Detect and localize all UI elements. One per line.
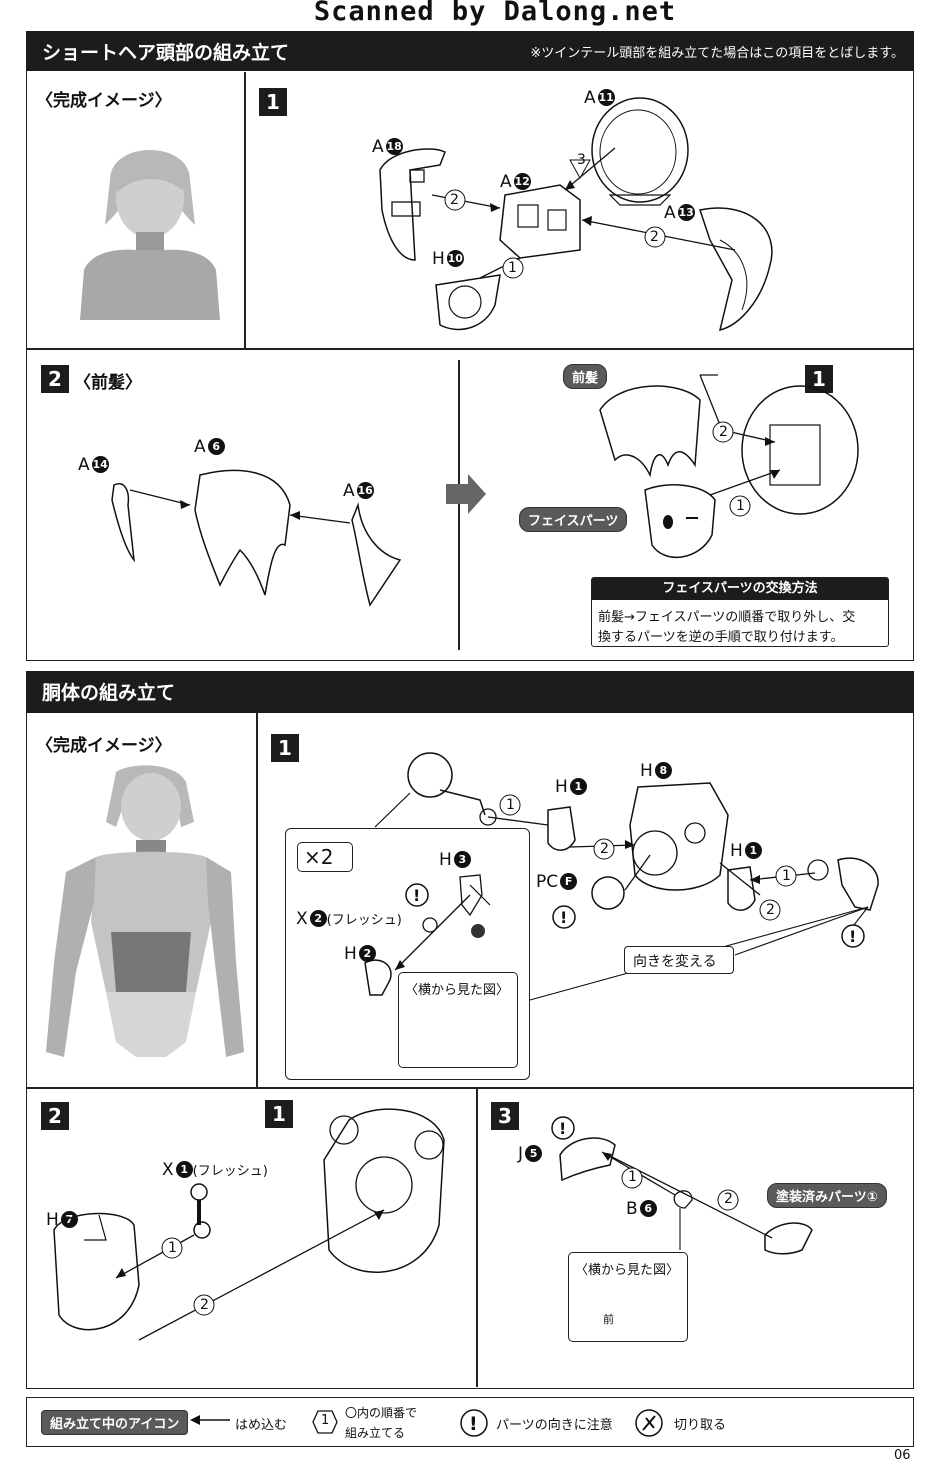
page-number: 06: [894, 1448, 911, 1463]
head-section-title-bar: ショートヘア頭部の組み立て ※ツインテール頭部を組み立てた場合はこの項目をとばし…: [26, 31, 914, 71]
press-fit-arrow-icon: [190, 1415, 230, 1425]
cut-icon: [635, 1409, 663, 1437]
head-section-frame: [26, 31, 914, 661]
face-swap-text-1: 前髪→フェイスパーツの順番で取り外し、交: [598, 610, 856, 625]
legend-order-line1: 〇内の順番で: [345, 1406, 418, 1420]
body-step3-side-view-label: 〈横から見た図〉: [575, 1263, 680, 1278]
head-complete-image-label: 〈完成イメージ〉: [36, 91, 172, 111]
svg-text:!: !: [849, 927, 856, 946]
head-step2-result-diagram: [599, 374, 859, 559]
body-side-view-box: 〈横から見た図〉: [398, 972, 518, 1068]
body-step3-order-2: 2: [724, 1191, 733, 1207]
head-step2-label: 〈前髪〉: [74, 373, 142, 393]
svg-text:!: !: [469, 1413, 478, 1435]
orientation-tag: 向きを変える: [624, 946, 734, 974]
body-step3-side-view-box: 〈横から見た図〉 前: [568, 1252, 688, 1342]
tag-bangs: 前髪: [563, 364, 608, 389]
head-order-1: 1: [508, 260, 517, 276]
body-side-view-label: 〈横から見た図〉: [405, 983, 510, 998]
body-step3-number: 3: [491, 1102, 519, 1130]
body-order-1b: 1: [782, 868, 791, 884]
tag-face-parts: フェイスパーツ: [519, 507, 628, 532]
svg-text:!: !: [413, 886, 420, 905]
head-divider-horizontal: [26, 348, 914, 350]
legend-cut: 切り取る: [674, 1418, 727, 1433]
head-step2-divider: [458, 360, 460, 650]
head-step2-ref-step: 1: [805, 365, 833, 393]
head-section-note: ※ツインテール頭部を組み立てた場合はこの項目をとばします。: [530, 46, 904, 61]
head-order-2b: 2: [650, 229, 659, 245]
body-step2-order-1: 1: [168, 1240, 177, 1256]
body-divider-vertical: [256, 713, 258, 1087]
head-section-title: ショートヘア頭部の組み立て: [42, 42, 290, 64]
body-step1-number: 1: [271, 734, 299, 762]
svg-text:!: !: [560, 908, 567, 927]
body-step1-diagram: ! ! ! !: [364, 752, 879, 1051]
head-order-2a: 2: [450, 192, 459, 208]
body-step3-front-label: 前: [603, 1313, 614, 1326]
head-result-order-2: 2: [719, 424, 728, 440]
face-swap-box: フェイスパーツの交換方法 前髪→フェイスパーツの順番で取り外し、交 換するパーツ…: [591, 577, 889, 647]
head-step2-diagram: [111, 469, 402, 607]
head-step1-diagram: [379, 97, 773, 332]
body-divider-step2-3: [476, 1087, 478, 1387]
body-order-1a: 1: [506, 797, 515, 813]
head-order-3: 3: [577, 152, 586, 168]
order-hexagon-icon: [312, 1410, 338, 1434]
legend-order-icon-num: 1: [321, 1413, 330, 1428]
body-order-2a: 2: [600, 841, 609, 857]
face-swap-title: フェイスパーツの交換方法: [592, 578, 888, 600]
body-order-2b: 2: [766, 902, 775, 918]
legend-orientation: パーツの向きに注意: [496, 1418, 613, 1433]
legend-title: 組み立て中のアイコン: [41, 1410, 189, 1435]
body-complete-image-label: 〈完成イメージ〉: [36, 736, 172, 756]
orientation-tag-text: 向きを変える: [633, 954, 717, 970]
legend-press-fit: はめ込む: [235, 1418, 288, 1433]
legend-order-line2: 組み立てる: [345, 1426, 406, 1440]
body-section-title: 胴体の組み立て: [42, 682, 176, 704]
head-step2-result-arrow: [446, 474, 486, 514]
head-complete-figure: [80, 150, 220, 320]
svg-text:!: !: [559, 1119, 566, 1138]
scan-watermark: Scanned by Dalong.net: [313, 0, 677, 27]
body-divider-horizontal: [26, 1087, 914, 1089]
body-step2-number: 2: [41, 1102, 69, 1130]
body-complete-figure: [46, 765, 244, 1057]
multiplier-text: ×2: [304, 845, 334, 869]
head-result-order-1: 1: [736, 498, 745, 514]
caution-icon: !: [460, 1409, 488, 1437]
body-step2-order-2: 2: [200, 1297, 209, 1313]
head-step1-number: 1: [259, 88, 287, 116]
body-step2-ref-step: 1: [265, 1100, 293, 1128]
body-step2-diagram: [53, 1108, 445, 1341]
head-step2-number: 2: [41, 365, 69, 393]
head-divider-vertical: [244, 72, 246, 348]
multiplier-badge: ×2: [297, 842, 353, 872]
tag-painted-part: 塗装済みパーツ①: [767, 1183, 887, 1208]
body-step3-order-1: 1: [628, 1169, 637, 1185]
face-swap-text-2: 換するパーツを逆の手順で取り付けます。: [598, 630, 844, 645]
body-section-title-bar: 胴体の組み立て: [26, 671, 914, 713]
